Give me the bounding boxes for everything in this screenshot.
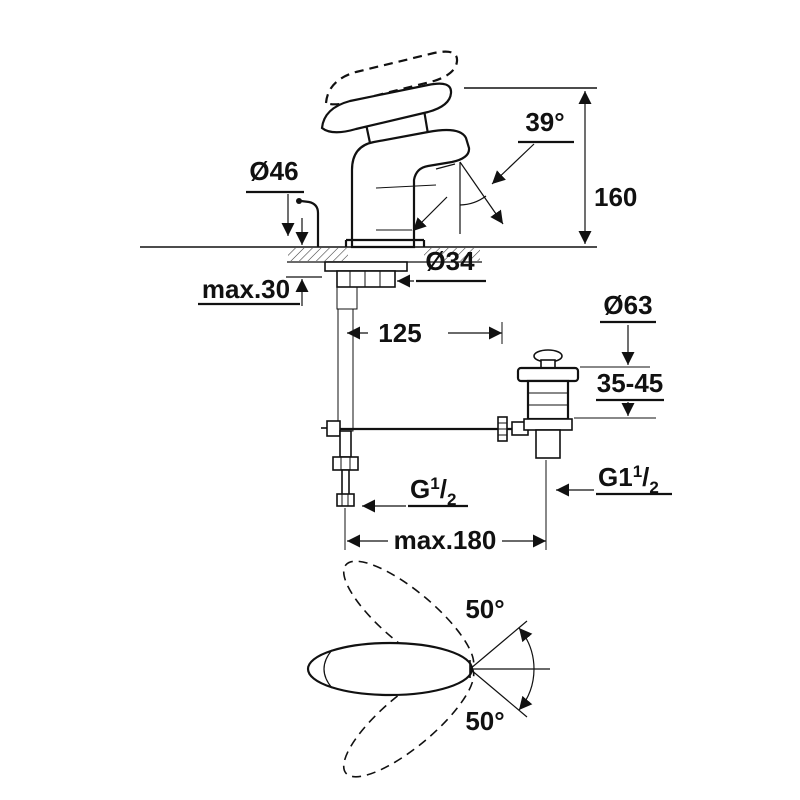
pipe-lower xyxy=(339,430,352,458)
handle-lever xyxy=(320,82,453,134)
waste-locknut xyxy=(523,418,573,431)
dimension-handle-swing-down: 50° xyxy=(465,706,504,736)
swing-down-label: 50° xyxy=(465,706,504,736)
side-view: Ø46 39° 160 max.30 Ø34 xyxy=(140,50,672,555)
aerator-line xyxy=(435,163,456,170)
counter-lines xyxy=(140,87,597,278)
dimension-waste-clamp-range: 35-45 xyxy=(574,368,664,419)
dimension-spout-base-diameter: Ø46 xyxy=(246,156,304,236)
pipe-tail xyxy=(341,469,350,497)
dimension-supply-thread: G1/2 xyxy=(362,474,468,513)
g112-label: G11/2 xyxy=(598,462,659,497)
range3545-label: 35-45 xyxy=(597,368,664,398)
swing-angle-references xyxy=(469,620,550,718)
faucet-outline xyxy=(350,128,471,249)
dimension-waste-flange-diameter: Ø63 xyxy=(580,290,656,368)
deck-hatch-right xyxy=(424,248,480,261)
union-nut xyxy=(332,456,359,471)
top-view: 50° 50° xyxy=(306,560,550,778)
deck-hatch-left xyxy=(288,248,348,261)
supply-pipe xyxy=(321,308,359,550)
dimension-handle-swing-up: 50° xyxy=(465,594,504,624)
mounting-nut xyxy=(336,270,396,288)
handle-top-view xyxy=(306,641,474,697)
pop-up-rod xyxy=(300,199,320,247)
max30-label: max.30 xyxy=(202,274,290,304)
max180-label: max.180 xyxy=(394,525,497,555)
dia34-label: Ø34 xyxy=(425,246,475,276)
dimension-spout-angle: 39° xyxy=(459,107,574,234)
washer xyxy=(324,261,408,272)
height160-label: 160 xyxy=(594,182,637,212)
dimension-total-depth: max.180 xyxy=(347,525,546,555)
body-leader-arrow xyxy=(412,196,448,232)
dimension-height: 160 xyxy=(578,91,637,244)
waste-assembly xyxy=(340,349,580,550)
g12-label: G1/2 xyxy=(410,474,456,509)
rod-clamp xyxy=(326,420,341,437)
dia46-label: Ø46 xyxy=(249,156,298,186)
waste-body xyxy=(526,379,570,421)
dimension-hole-diameter: Ø34 xyxy=(397,246,486,288)
dimension-waste-thread: G11/2 xyxy=(556,462,672,497)
dia63-label: Ø63 xyxy=(603,290,652,320)
supply-thread-end xyxy=(336,493,355,507)
swing-up-label: 50° xyxy=(465,594,504,624)
dimension-deck-thickness: max.30 xyxy=(198,218,309,306)
angle39-label: 39° xyxy=(525,107,564,137)
mounting-hardware xyxy=(324,261,408,310)
pop-up-rod-knob xyxy=(296,198,302,204)
handle-detail-line xyxy=(323,649,333,689)
dimension-projection: 125 xyxy=(347,318,503,348)
waste-flange xyxy=(516,366,580,383)
faucet-body xyxy=(296,50,471,249)
projection125-label: 125 xyxy=(378,318,421,348)
waste-tailpiece xyxy=(535,429,561,459)
